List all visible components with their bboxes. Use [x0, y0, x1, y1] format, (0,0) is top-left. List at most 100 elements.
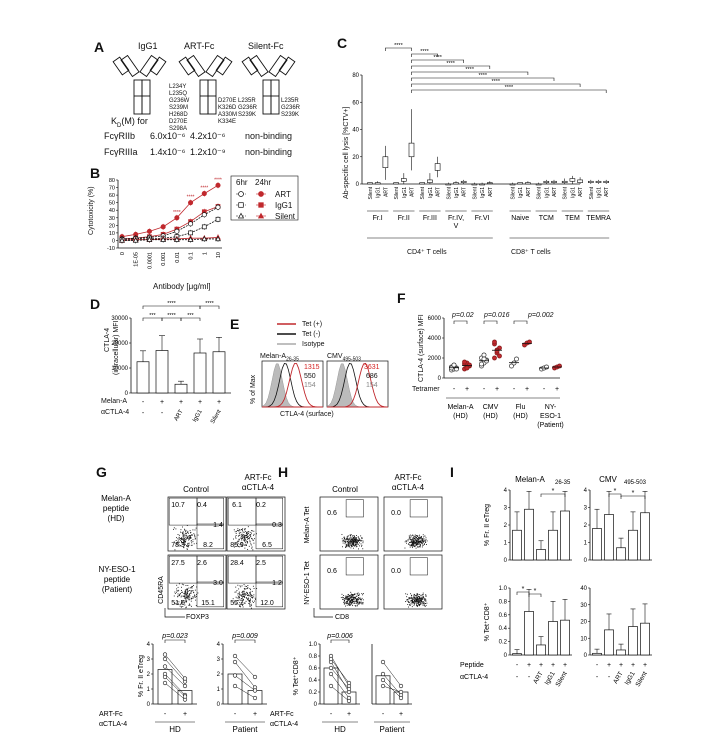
flow-dot: [412, 541, 414, 543]
flow-dot: [183, 584, 185, 586]
flow-dot: [352, 543, 354, 545]
flow-dot: [241, 529, 243, 531]
flow-dot: [354, 594, 356, 596]
c-box: [445, 183, 452, 186]
flow-dot: [181, 538, 182, 540]
flow-dot: [251, 596, 253, 598]
flow-dot: [239, 604, 241, 606]
b-sig: ****: [200, 186, 208, 192]
a-mutation: S239K: [238, 112, 257, 118]
g-bar-ytick-label: 4: [147, 642, 151, 648]
i-sig: *: [632, 490, 635, 497]
h-bar-ylabel: % Tet⁺CD8⁺: [293, 656, 300, 695]
flow-dot: [197, 592, 199, 594]
flow-dot: [418, 598, 420, 600]
flow-dot: [343, 540, 345, 542]
flow-dot: [190, 600, 192, 602]
flow-dot: [357, 540, 359, 542]
flow-dot: [176, 542, 178, 544]
flow-dot: [417, 535, 419, 537]
flow-dot: [183, 543, 185, 545]
c-treat-label: Silent: [446, 186, 452, 199]
flow-dot: [196, 586, 198, 588]
flow-dot: [184, 532, 186, 534]
flow-dot: [418, 545, 420, 547]
h-pair-point: [328, 665, 334, 671]
flow-dot: [248, 531, 250, 532]
flow-dot: [361, 597, 363, 599]
d-ytick-label: 0: [125, 391, 129, 397]
b-legend-6hr: 6hr: [236, 178, 248, 187]
flow-dot: [244, 534, 246, 536]
flow-dot: [185, 538, 187, 540]
h-pair-line: [382, 685, 402, 693]
i-peptide-val: -: [516, 662, 519, 669]
flow-dot: [176, 588, 178, 590]
flow-dot: [419, 596, 420, 598]
flow-dot: [359, 539, 361, 541]
flow-dot: [189, 593, 191, 595]
flow-dot: [244, 528, 246, 530]
g-pair-point: [162, 680, 168, 686]
c-box: [400, 178, 407, 182]
flow-dot: [360, 598, 362, 600]
flow-dot: [181, 538, 183, 540]
flow-dot: [350, 594, 352, 596]
a-mutation: L235Q: [169, 91, 188, 97]
b-ytick-label: 40: [109, 208, 115, 214]
flow-dot: [426, 544, 427, 546]
flow-dot: [251, 590, 253, 592]
flow-dot: [348, 597, 350, 599]
c-box: [419, 182, 426, 185]
flow-dot: [413, 540, 415, 542]
b-legend-marker: [238, 202, 244, 208]
flow-dot: [345, 539, 347, 540]
c-box: [535, 183, 542, 186]
flow-dot: [415, 536, 417, 538]
flow-dot: [241, 545, 243, 547]
flow-dot: [404, 547, 406, 549]
b-ytick-label: 80: [109, 178, 115, 184]
flow-dot: [421, 540, 423, 542]
flow-dot: [245, 591, 247, 593]
flow-dot: [195, 605, 197, 606]
flow-dot: [425, 604, 427, 606]
flow-dot: [193, 585, 195, 586]
d-row2-val: ART: [174, 409, 185, 423]
i-bar: [536, 644, 546, 656]
flow-dot: [175, 540, 177, 541]
flow-dot: [355, 602, 357, 604]
flow-dot: [420, 602, 422, 604]
flow-dot: [238, 598, 240, 600]
flow-frame: [319, 496, 379, 552]
c-treat-label: Silent: [368, 186, 374, 199]
flow-dot: [346, 538, 348, 540]
i-peptide-val: +: [643, 662, 647, 669]
flow-dot: [184, 595, 186, 597]
flow-dot: [236, 530, 238, 531]
flow-dot: [185, 600, 187, 602]
flow-dot: [253, 533, 255, 535]
flow-dot: [362, 603, 364, 605]
flow-dot: [358, 537, 360, 539]
flow-dot: [180, 545, 181, 547]
flow-dot: [407, 540, 409, 542]
flow-dot: [417, 540, 419, 542]
g-pair-point: [162, 656, 168, 662]
i-sig-bracket: [620, 495, 646, 499]
flow-dot: [346, 546, 348, 548]
flow-dot: [347, 542, 349, 544]
i-bot-ylabel: % Tet⁺CD8⁺: [484, 602, 491, 641]
i-title-melana-sub: 26-35: [555, 480, 571, 486]
flow-dot: [181, 602, 182, 604]
g-bar-ytick-label: 3: [217, 657, 221, 663]
i-bar: [560, 510, 570, 561]
g-quad-ur: 0.4: [197, 502, 207, 509]
g-bar-ytick-label: 1: [217, 687, 221, 693]
flow-dot: [188, 595, 190, 597]
flow-dot: [407, 599, 409, 600]
flow-dot: [349, 538, 351, 540]
flow-gate: [255, 581, 283, 608]
flow-dot: [190, 532, 191, 534]
